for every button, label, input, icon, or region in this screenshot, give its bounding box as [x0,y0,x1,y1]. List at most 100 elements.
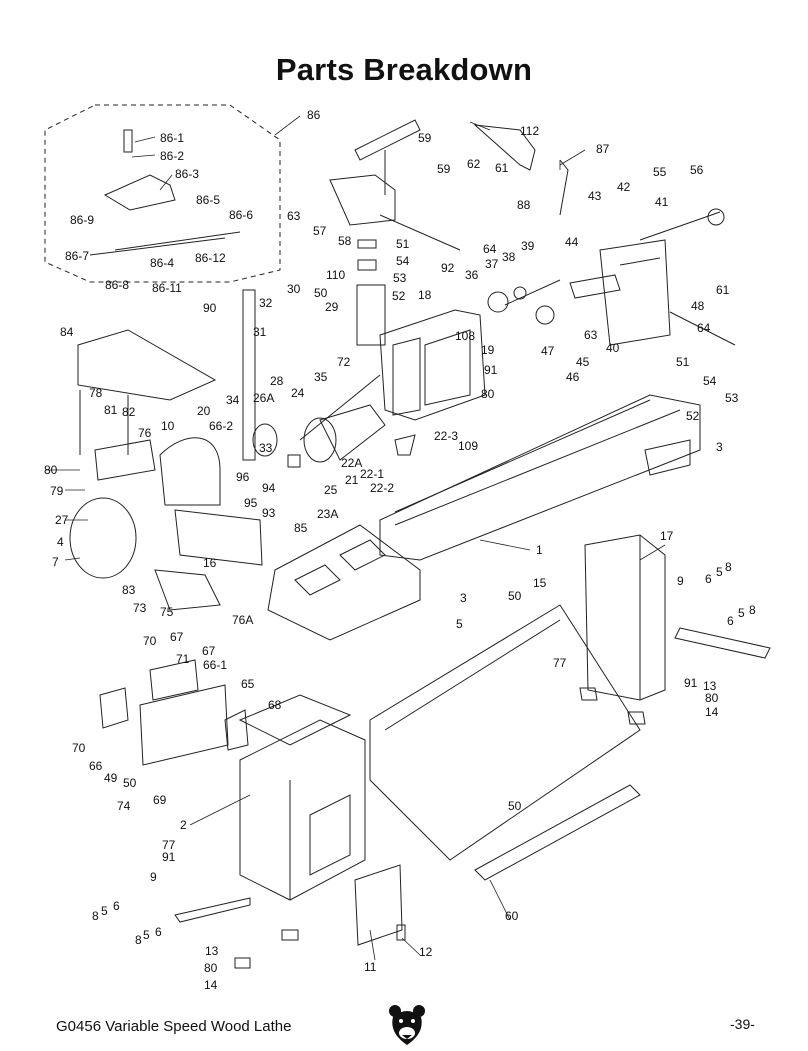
callout-label: 66 [89,759,103,773]
callout-label: 93 [262,506,276,520]
callout-label: 51 [676,355,690,369]
callout-label: 54 [396,254,410,268]
callout-label: 95 [244,496,258,510]
callout-label: 64 [697,321,711,335]
callout-label: 58 [338,234,352,248]
callout-label: 6 [727,614,734,628]
callout-label: 22A [341,456,362,470]
callout-label: 9 [677,574,684,588]
callout-label: 8 [135,933,142,947]
callout-label: 40 [606,341,620,355]
callout-label: 69 [153,793,167,807]
callout-label: 52 [686,409,700,423]
callout-label: 80 [44,463,58,477]
callout-label: 56 [690,163,704,177]
callout-label: 53 [725,391,739,405]
callout-label: 86-3 [175,167,199,181]
callout-label: 5 [456,617,463,631]
callout-label: 86-2 [160,149,184,163]
callout-label: 77 [553,656,567,670]
callout-label: 29 [325,300,339,314]
callout-label: 63 [584,328,598,342]
callout-label: 36 [465,268,479,282]
callout-label: 75 [160,605,174,619]
callout-label: 74 [117,799,131,813]
callout-label: 37 [485,257,499,271]
callout-label: 46 [566,370,580,384]
callout-label: 55 [653,165,667,179]
callout-label: 91 [484,363,498,377]
callout-label: 50 [123,776,137,790]
callout-label: 15 [533,576,547,590]
footer-model-name: G0456 Variable Speed Wood Lathe [56,1018,292,1035]
callout-label: 91 [162,850,176,864]
callout-label: 5 [101,904,108,918]
callout-label: 8 [725,560,732,574]
callout-label: 6 [113,899,120,913]
callout-label: 9 [150,870,157,884]
callout-label: 49 [104,771,118,785]
callout-label: 35 [314,370,328,384]
callout-label: 14 [705,705,719,719]
callout-label: 26A [253,391,274,405]
callout-label: 8 [92,909,99,923]
callout-label: 10 [161,419,175,433]
callout-label: 12 [419,945,433,959]
callout-label: 2 [180,818,187,832]
callout-label: 22-3 [434,429,458,443]
callout-label: 8 [749,603,756,617]
callout-label: 51 [396,237,410,251]
callout-label: 13 [703,679,717,693]
callout-label: 5 [143,928,150,942]
callout-label: 109 [458,439,478,453]
callout-label: 85 [294,521,308,535]
callout-label: 80 [705,691,719,705]
callout-label: 22-1 [360,467,384,481]
callout-label: 6 [705,572,712,586]
callout-label: 41 [655,195,669,209]
callout-label: 72 [337,355,351,369]
callout-label: 86-5 [196,193,220,207]
callout-label: 19 [481,343,495,357]
callout-label: 4 [57,535,64,549]
callout-label: 17 [660,529,674,543]
callout-label: 61 [716,283,730,297]
callout-label: 59 [437,162,451,176]
callout-label: 43 [588,189,602,203]
callout-label: 57 [313,224,327,238]
callout-label: 31 [253,325,267,339]
callout-label: 64 [483,242,497,256]
callout-label: 39 [521,239,535,253]
callout-label: 48 [691,299,705,313]
callout-labels: 86 86-1 86-2 86-3 86-5 86-6 86-9 86-7 86… [44,108,756,992]
callout-label: 66-2 [209,419,233,433]
callout-label: 68 [268,698,282,712]
footer-page-number: -39- [730,1016,755,1032]
callout-label: 11 [364,960,377,974]
callout-label: 28 [270,374,284,388]
callout-label: 60 [505,909,519,923]
callout-label: 112 [520,124,539,138]
callout-label: 86-9 [70,213,94,227]
callout-label: 16 [203,556,217,570]
callout-label: 32 [259,296,273,310]
callout-label: 30 [287,282,301,296]
callout-label: 86-6 [229,208,253,222]
callout-label: 3 [716,440,723,454]
callout-label: 61 [495,161,509,175]
callout-label: 62 [467,157,481,171]
bear-head-icon [389,1005,425,1045]
callout-label: 86-8 [105,278,129,292]
callout-label: 1 [536,543,543,557]
callout-label: 14 [204,978,218,992]
callout-label: 47 [541,344,555,358]
callout-label: 76 [138,426,152,440]
callout-label: 73 [133,601,147,615]
callout-label: 5 [738,606,745,620]
callout-label: 42 [617,180,631,194]
callout-label: 80 [204,961,218,975]
callout-label: 38 [502,250,516,264]
callout-label: 13 [205,944,219,958]
callout-label: 44 [565,235,579,249]
